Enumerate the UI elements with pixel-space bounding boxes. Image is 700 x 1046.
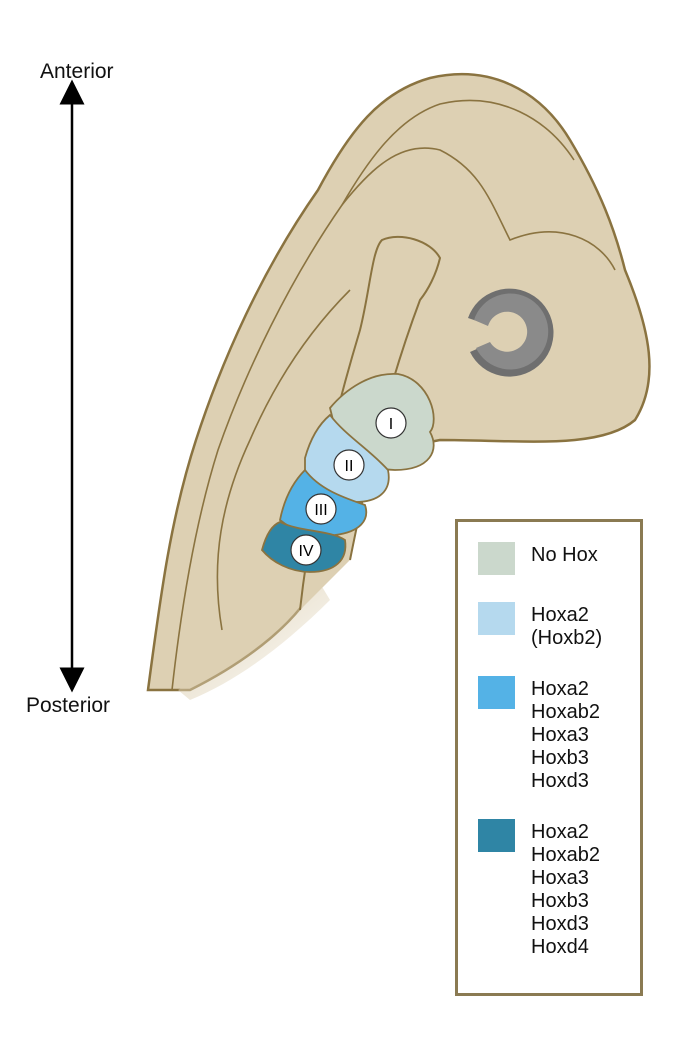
legend-item-hox-group-4: Hoxa2 Hoxab2 Hoxa3 Hoxb3 Hoxd3 Hoxd4 [478,819,600,959]
legend-line: Hoxa2 [531,678,589,700]
legend-swatch-no-hox [478,542,515,575]
legend-line: Hoxb3 [531,890,589,912]
legend-item-hox-group-3: Hoxa2 Hoxab2 Hoxa3 Hoxb3 Hoxd3 [478,676,600,793]
legend: No Hox Hoxa2 (Hoxb2) Hoxa2 Hoxab2 Hoxa3 … [455,519,643,996]
legend-item-hoxa2: Hoxa2 (Hoxb2) [478,602,602,650]
legend-line: (Hoxb2) [531,627,603,649]
arch-2-numeral: II [345,458,354,475]
legend-line: Hoxd3 [531,770,589,792]
arch-4-numeral: IV [298,543,313,560]
legend-line: Hoxa3 [531,867,589,889]
legend-text-hoxa2: Hoxa2 (Hoxb2) [531,604,602,650]
legend-text-hox-group-4: Hoxa2 Hoxab2 Hoxa3 Hoxb3 Hoxd3 Hoxd4 [531,821,600,959]
anterior-label: Anterior [40,60,114,83]
legend-swatch-hox-group-4 [478,819,515,852]
embryo-inner-contour [171,99,575,691]
legend-line: Hoxa2 [531,604,589,626]
arch-3-numeral: III [314,502,327,519]
legend-line: Hoxb3 [531,747,589,769]
legend-line: Hoxa3 [531,724,589,746]
embryo-neural-contour [216,289,351,631]
legend-line: No Hox [531,544,598,566]
legend-text-no-hox: No Hox [531,544,598,567]
legend-swatch-hoxa2 [478,602,515,635]
legend-line: Hoxab2 [531,844,600,866]
legend-line: Hoxd3 [531,913,589,935]
arch-1-marker [375,407,407,439]
arch-4-marker [290,534,322,566]
legend-line: Hoxab2 [531,701,600,723]
legend-item-no-hox: No Hox [478,542,598,575]
legend-line: Hoxd4 [531,936,589,958]
arch-3-marker [305,493,337,525]
arch-2-marker [333,449,365,481]
embryo-tail-fade [178,580,330,700]
arch-1-numeral: I [389,416,393,433]
eye-inner [474,293,549,370]
embryo-head-fold [341,147,616,271]
legend-line: Hoxa2 [531,821,589,843]
legend-text-hox-group-3: Hoxa2 Hoxab2 Hoxa3 Hoxb3 Hoxd3 [531,678,600,793]
legend-swatch-hox-group-3 [478,676,515,709]
posterior-label: Posterior [26,694,111,717]
